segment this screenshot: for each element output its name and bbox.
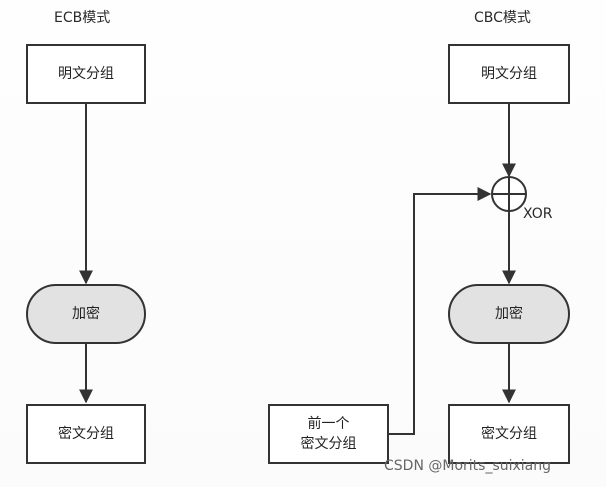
- cbc-encrypt-label: 加密: [495, 306, 523, 322]
- ecb-encrypt-label: 加密: [72, 306, 100, 322]
- watermark-text: CSDN @Morits_suixiang: [384, 458, 552, 474]
- prev-ciphertext-line1: 前一个: [307, 416, 350, 432]
- cbc-title: CBC模式: [474, 10, 531, 26]
- xor-label: XOR: [523, 206, 553, 222]
- prev-ciphertext-line2: 密文分组: [300, 436, 357, 452]
- cbc-feedback-arrow: [389, 187, 492, 435]
- ecb-ciphertext-box: 密文分组: [26, 404, 146, 464]
- ecb-encrypt-box: 加密: [26, 284, 146, 344]
- ecb-ciphertext-label: 密文分组: [58, 426, 114, 442]
- cbc-plaintext-label: 明文分组: [481, 66, 537, 82]
- cbc-encrypt-box: 加密: [448, 284, 570, 344]
- ecb-plaintext-label: 明文分组: [58, 66, 114, 82]
- cbc-ciphertext-label: 密文分组: [481, 426, 537, 442]
- cbc-plaintext-box: 明文分组: [448, 44, 570, 104]
- cbc-ciphertext-box: 密文分组: [448, 404, 570, 464]
- ecb-plaintext-box: 明文分组: [26, 44, 146, 104]
- prev-ciphertext-box: 前一个 密文分组: [268, 404, 389, 464]
- ecb-title: ECB模式: [54, 10, 111, 26]
